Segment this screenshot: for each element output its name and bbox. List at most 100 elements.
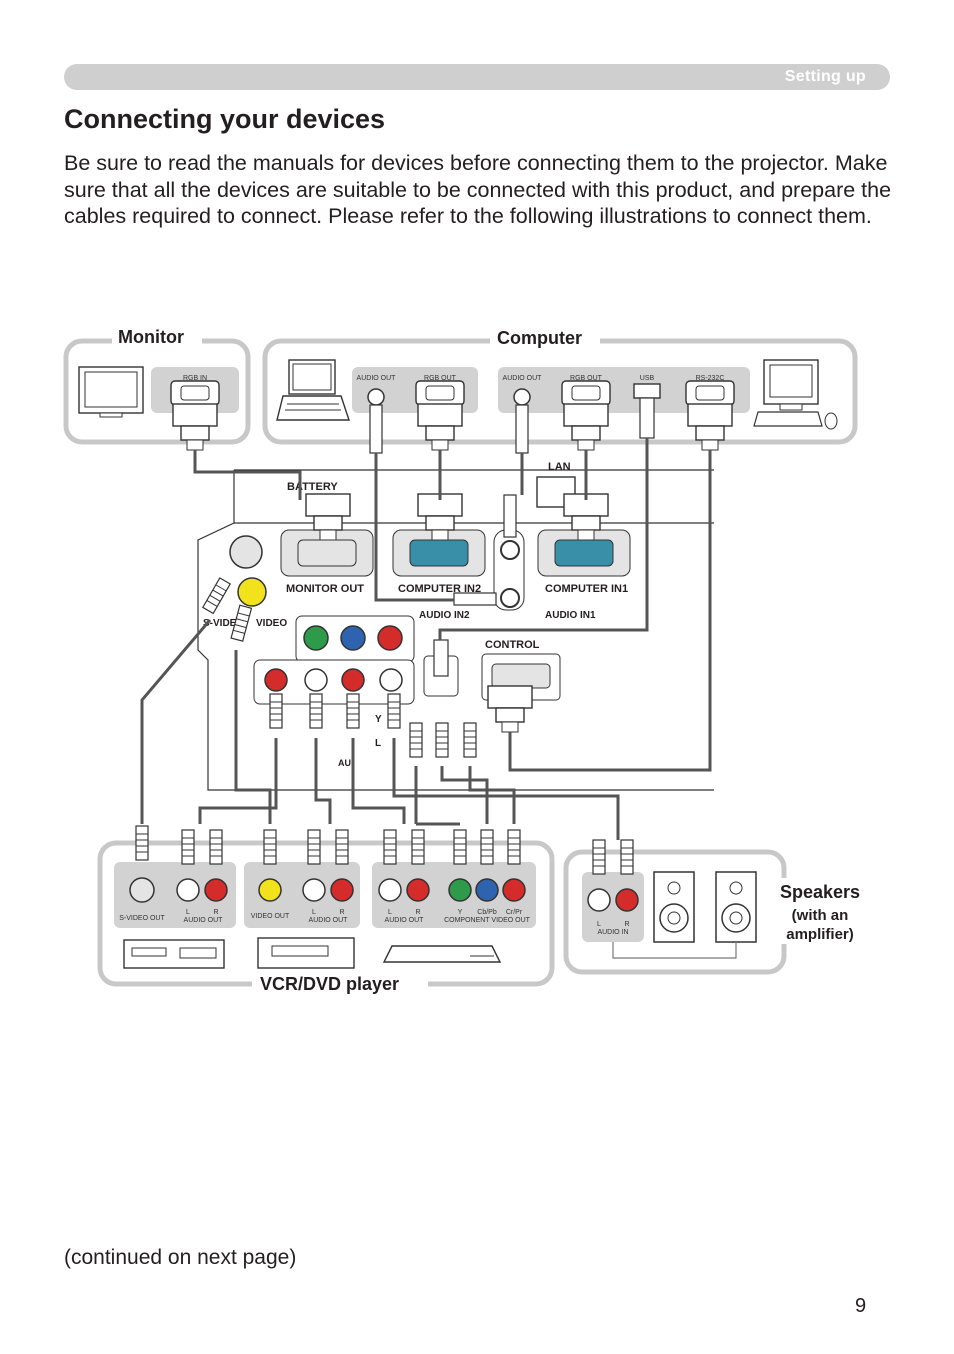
vcr-device-1 bbox=[123, 939, 225, 969]
audio-out-short-label: AU bbox=[338, 758, 351, 768]
speakers-note-2: amplifier) bbox=[786, 926, 854, 943]
intro-paragraph: Be sure to read the manuals for devices … bbox=[64, 151, 892, 228]
audio-in2-plug bbox=[453, 592, 497, 606]
vcr-svideo-plug bbox=[135, 825, 149, 861]
laptop-rgb-out-label: RGB OUT bbox=[424, 375, 457, 382]
speakers-note-1: (with an bbox=[792, 907, 849, 924]
laptop-audio-out-label: AUDIO OUT bbox=[357, 375, 397, 382]
computer-in2-label: COMPUTER IN2 bbox=[398, 583, 481, 595]
vcr1-audio-out-label: AUDIO OUT bbox=[184, 917, 224, 924]
vcr3-cr-plug bbox=[507, 829, 521, 865]
vcr3-r-label: R bbox=[415, 909, 420, 916]
monitor-rgb-in-label: RGB IN bbox=[183, 375, 207, 382]
vcr2-video-plug bbox=[263, 829, 277, 865]
control-label: CONTROL bbox=[485, 639, 540, 651]
speaker-r-label: R bbox=[624, 921, 629, 928]
speaker-l-label: L bbox=[597, 921, 601, 928]
audio-in2-jack bbox=[500, 588, 520, 608]
speaker-audio-l-port bbox=[587, 888, 611, 912]
vcr-device-2 bbox=[257, 937, 355, 969]
vcr2-r-plug bbox=[335, 829, 349, 865]
component-video-out-label: COMPONENT VIDEO OUT bbox=[444, 917, 531, 924]
svideo-out-label: S-VIDEO OUT bbox=[119, 915, 165, 922]
vcr3-comp-y-port bbox=[448, 878, 472, 902]
computer-in2-port bbox=[392, 529, 486, 577]
pc-audio-out-label: AUDIO OUT bbox=[503, 375, 543, 382]
s-video-port bbox=[229, 535, 263, 569]
component-y-port bbox=[303, 625, 329, 651]
audio-r-port-2 bbox=[341, 668, 365, 692]
vcr1-l-plug bbox=[181, 829, 195, 865]
audio-in1-plug bbox=[503, 494, 517, 538]
vcr1-l-label: L bbox=[186, 909, 190, 916]
vcr2-audio-out-label: AUDIO OUT bbox=[309, 917, 349, 924]
s-video-label: S-VIDEO bbox=[203, 618, 244, 629]
rca-plug-2 bbox=[309, 693, 323, 729]
continued-note: (continued on next page) bbox=[64, 1246, 297, 1269]
pc-usb-label: USB bbox=[640, 375, 655, 382]
audio-r-port-1 bbox=[264, 668, 288, 692]
vcr3-l-plug bbox=[383, 829, 397, 865]
component-cr-port bbox=[377, 625, 403, 651]
control-plug bbox=[487, 685, 533, 733]
audio-l-port-1 bbox=[304, 668, 328, 692]
page-number: 9 bbox=[855, 1295, 867, 1317]
vcr3-comp-cr-port bbox=[502, 878, 526, 902]
comp-cr-label: Cr/Pr bbox=[506, 909, 523, 916]
laptop-audio-out-port bbox=[367, 388, 385, 406]
comp-y-label: Y bbox=[458, 909, 463, 916]
section-header-bar: Setting up bbox=[64, 64, 890, 90]
vcr3-audio-r-port bbox=[406, 878, 430, 902]
monitor-label: Monitor bbox=[118, 327, 184, 347]
speaker-audio-in-label: AUDIO IN bbox=[597, 929, 628, 936]
vcr-panel-2 bbox=[244, 862, 360, 928]
battery-label: BATTERY bbox=[287, 481, 338, 493]
audio-block bbox=[253, 659, 415, 705]
rca-plug-y bbox=[409, 722, 423, 758]
pc-rs232c-label: RS-232C bbox=[696, 375, 725, 382]
audio-in2-label: AUDIO IN2 bbox=[419, 610, 470, 621]
pc-audio-out-port bbox=[513, 388, 531, 406]
vcr2-audio-l-port bbox=[302, 878, 326, 902]
component-cb-port bbox=[340, 625, 366, 651]
lan-label: LAN bbox=[548, 461, 571, 473]
pc-usb-plug bbox=[639, 397, 655, 439]
monitor-rgb-in-port bbox=[170, 380, 220, 406]
vcr1-r-plug bbox=[209, 829, 223, 865]
vcr2-l-label: L bbox=[312, 909, 316, 916]
rca-plug-cb bbox=[435, 722, 449, 758]
pc-usb-port bbox=[633, 383, 661, 399]
monitor-out-label: MONITOR OUT bbox=[286, 583, 364, 595]
monitor-out-port bbox=[280, 529, 374, 577]
vcr1-audio-l-port bbox=[176, 878, 200, 902]
speaker-audio-r-port bbox=[615, 888, 639, 912]
vcr3-y-plug bbox=[453, 829, 467, 865]
video-label: VIDEO bbox=[256, 618, 287, 629]
rca-plug-cr bbox=[463, 722, 477, 758]
rca-plug-1 bbox=[269, 693, 283, 729]
laptop-audio-plug bbox=[369, 404, 383, 454]
audio-in1-label: AUDIO IN1 bbox=[545, 610, 596, 621]
rca-plug-4 bbox=[387, 693, 401, 729]
pc-rgb-out-port bbox=[561, 380, 611, 406]
video-port bbox=[237, 577, 267, 607]
vcr3-comp-cb-port bbox=[475, 878, 499, 902]
speaker-right-icon bbox=[715, 871, 757, 943]
speaker-r-plug bbox=[620, 839, 634, 875]
computer-in1-label: COMPUTER IN1 bbox=[545, 583, 628, 595]
audio-in1-jack bbox=[500, 540, 520, 560]
dvd-device bbox=[382, 945, 502, 963]
page-title: Connecting your devices bbox=[64, 104, 386, 134]
computer-label: Computer bbox=[497, 328, 582, 348]
vcr2-audio-r-port bbox=[330, 878, 354, 902]
y-mark: Y bbox=[375, 714, 382, 725]
speaker-left-icon bbox=[653, 871, 695, 943]
s-video-plug bbox=[202, 577, 231, 614]
vcr3-cb-plug bbox=[480, 829, 494, 865]
desktop-pc-icon bbox=[753, 359, 838, 430]
monitor-icon bbox=[78, 366, 144, 418]
vcr3-r-plug bbox=[411, 829, 425, 865]
vcr1-audio-r-port bbox=[204, 878, 228, 902]
vcr2-l-plug bbox=[307, 829, 321, 865]
